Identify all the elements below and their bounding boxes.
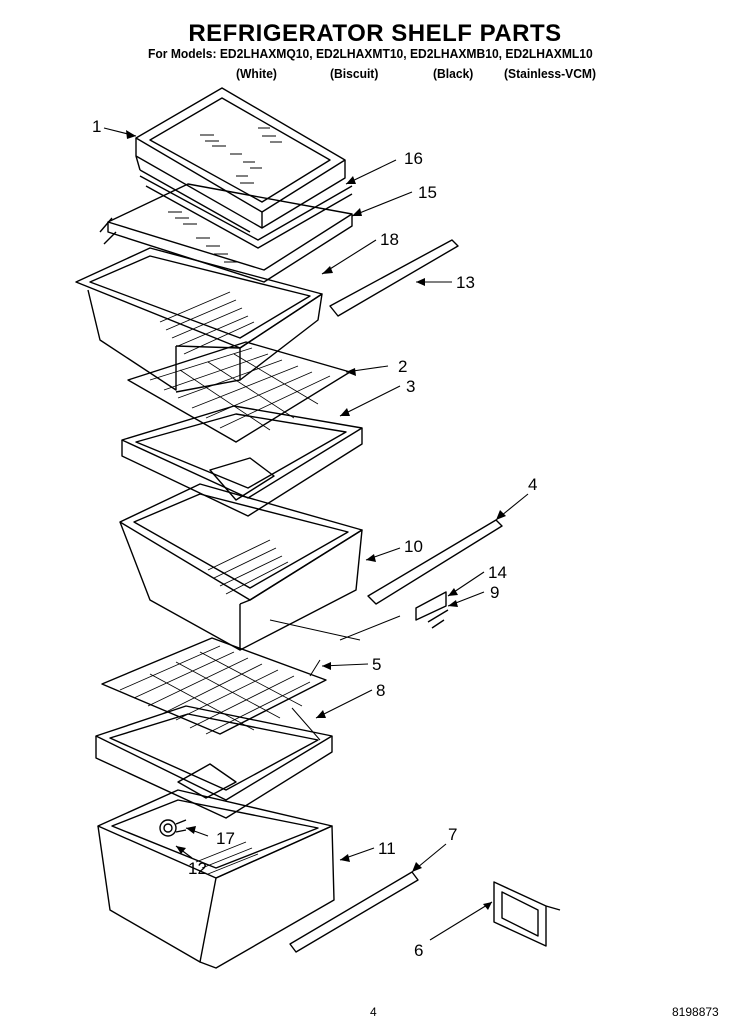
leader-arrowheads (126, 130, 506, 910)
callout-2: 2 (398, 357, 407, 376)
callout-1: 1 (92, 117, 101, 136)
callout-18: 18 (380, 230, 399, 249)
callout-5: 5 (372, 655, 381, 674)
callout-9: 9 (490, 583, 499, 602)
part-18-crisper-drawer (75, 247, 323, 393)
color-white: (White) (236, 66, 277, 81)
part-3-drawer-cover-frame (121, 405, 363, 517)
part-1-glass-shelf (135, 87, 346, 233)
callout-14: 14 (488, 563, 507, 582)
part-4-trim-rail (367, 519, 503, 605)
page-title: REFRIGERATOR SHELF PARTS (188, 20, 562, 47)
part-17-12-humidity-control (159, 819, 187, 837)
callout-3: 3 (406, 377, 415, 396)
callout-12: 12 (188, 859, 207, 878)
part-10-crisper-drawer (119, 483, 363, 651)
part-5-shelf (101, 637, 327, 735)
part-14-9-clips (415, 591, 449, 629)
color-black: (Black) (433, 66, 474, 81)
document-number: 8198873 (672, 1005, 719, 1019)
callout-17: 17 (216, 829, 235, 848)
callout-7: 7 (448, 825, 457, 844)
part-13-trim-rail (329, 239, 459, 317)
callout-13: 13 (456, 273, 475, 292)
color-stainless: (Stainless-VCM) (504, 66, 597, 81)
callout-4: 4 (528, 475, 537, 494)
callout-8: 8 (376, 681, 385, 700)
callout-15: 15 (418, 183, 437, 202)
callout-16: 16 (404, 149, 423, 168)
callout-labels: 1 16 15 18 13 2 3 4 10 14 9 5 8 7 11 17 … (92, 117, 537, 960)
part-15-crisper-cover (99, 183, 353, 283)
callout-6: 6 (414, 941, 423, 960)
callout-10: 10 (404, 537, 423, 556)
part-11-crisper-drawer (97, 789, 335, 969)
leader-lines (103, 127, 529, 941)
model-list: For Models: ED2LHAXMQ10, ED2LHAXMT10, ED… (148, 46, 593, 61)
color-biscuit: (Biscuit) (330, 66, 379, 81)
guide-lines (269, 615, 401, 741)
part-6-label-holder (493, 881, 561, 947)
part-7-trim-rail (289, 871, 419, 953)
part-8-drawer-cover-frame (95, 705, 333, 819)
page-number: 4 (370, 1005, 377, 1019)
part-16-shelf-frame (139, 175, 353, 249)
callout-11: 11 (378, 839, 396, 858)
